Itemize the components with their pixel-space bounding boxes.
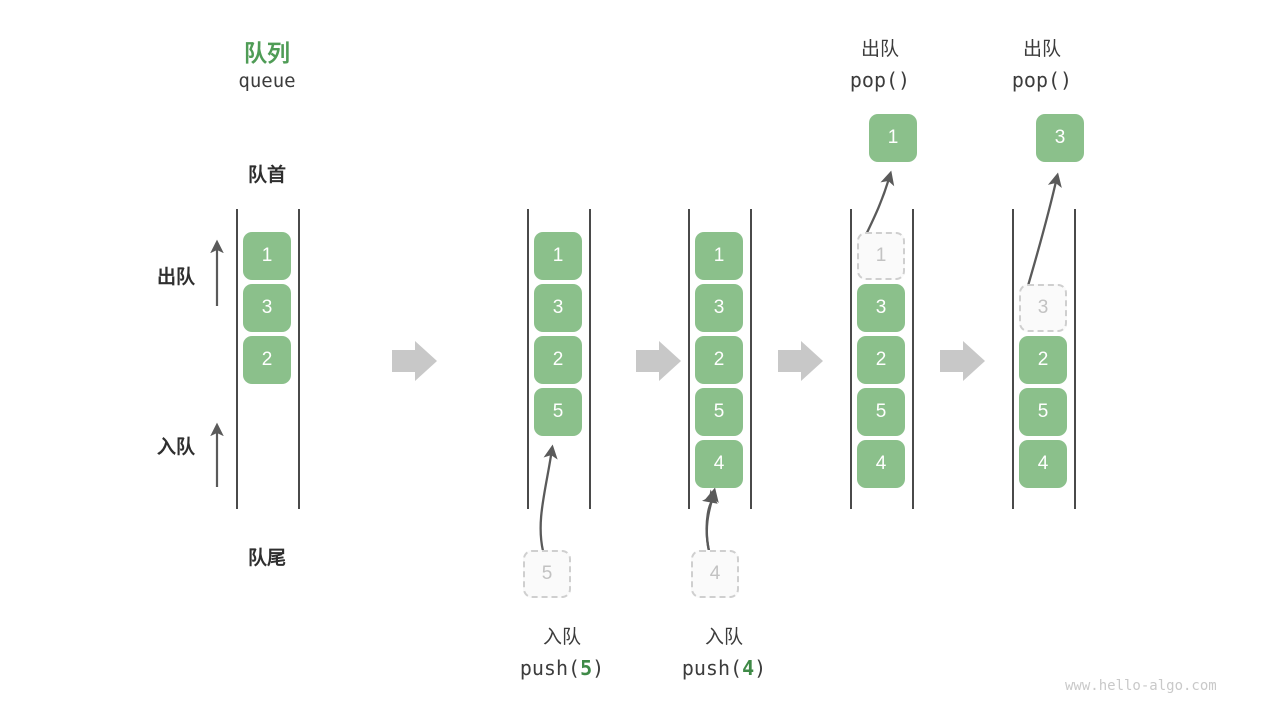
queue-cell: 1 <box>243 232 291 280</box>
queue-cell: 3 <box>857 284 905 332</box>
queue-cell: 3 <box>243 284 291 332</box>
outgoing-ghost-cell: 1 <box>857 232 905 280</box>
popped-cell: 1 <box>869 114 917 162</box>
queue-cell: 2 <box>243 336 291 384</box>
dequeue-label: 出队 <box>156 267 195 288</box>
pop-3-arrow <box>1023 172 1062 297</box>
op-code-suffix: ) <box>754 656 767 680</box>
op-code-push5: push(5) <box>487 656 637 680</box>
queue-cell-new: 4 <box>695 440 743 488</box>
queue-cell: 5 <box>1019 388 1067 436</box>
queue-cell: 2 <box>1019 336 1067 384</box>
op-label-cn-push4: 入队 <box>704 627 743 648</box>
queue-rail-left-5 <box>1012 209 1014 509</box>
op-code-arg: 4 <box>742 656 755 680</box>
op-code-arg: 5 <box>580 656 593 680</box>
queue-cell: 2 <box>695 336 743 384</box>
queue-title-en: queue <box>238 70 296 92</box>
queue-rail-right-2 <box>589 209 591 509</box>
op-code-suffix: ) <box>592 656 605 680</box>
queue-cell-new: 5 <box>534 388 582 436</box>
incoming-ghost-cell: 4 <box>691 550 739 598</box>
push-4-arrow <box>701 487 719 552</box>
op-label-cn-pop3: 出队 <box>1022 39 1061 60</box>
op-code-pop1: pop() <box>849 68 911 92</box>
queue-rail-left-4 <box>850 209 852 509</box>
queue-rail-left-1 <box>236 209 238 509</box>
step-arrow-2 <box>636 341 681 381</box>
push-5-arrow <box>539 444 558 552</box>
rear-label: 队尾 <box>247 548 286 569</box>
queue-cell: 1 <box>534 232 582 280</box>
queue-cell: 2 <box>534 336 582 384</box>
queue-cell: 5 <box>695 388 743 436</box>
queue-cell: 2 <box>857 336 905 384</box>
queue-cell: 4 <box>1019 440 1067 488</box>
outgoing-ghost-cell: 3 <box>1019 284 1067 332</box>
enqueue-label: 入队 <box>156 437 195 458</box>
queue-title-cn: 队列 <box>244 40 290 66</box>
queue-rail-right-5 <box>1074 209 1076 509</box>
op-code-pop3: pop() <box>1011 68 1073 92</box>
step-arrow-1 <box>392 341 437 381</box>
queue-rail-right-1 <box>298 209 300 509</box>
step-arrow-3 <box>778 341 823 381</box>
watermark: www.hello-algo.com <box>1065 678 1217 694</box>
queue-rail-right-4 <box>912 209 914 509</box>
op-label-cn-pop1: 出队 <box>860 39 899 60</box>
op-code-prefix: push( <box>681 656 743 680</box>
queue-rail-left-2 <box>527 209 529 509</box>
queue-rail-right-3 <box>750 209 752 509</box>
op-label-cn-push5: 入队 <box>542 627 581 648</box>
queue-cell: 5 <box>857 388 905 436</box>
queue-cell: 4 <box>857 440 905 488</box>
op-code-prefix: push( <box>519 656 581 680</box>
popped-cell: 3 <box>1036 114 1084 162</box>
queue-rail-left-3 <box>688 209 690 509</box>
step-arrow-4 <box>940 341 985 381</box>
queue-cell: 3 <box>534 284 582 332</box>
queue-cell: 1 <box>695 232 743 280</box>
front-label: 队首 <box>247 165 286 186</box>
queue-cell: 3 <box>695 284 743 332</box>
op-code-push4: push(4) <box>649 656 799 680</box>
incoming-ghost-cell: 5 <box>523 550 571 598</box>
